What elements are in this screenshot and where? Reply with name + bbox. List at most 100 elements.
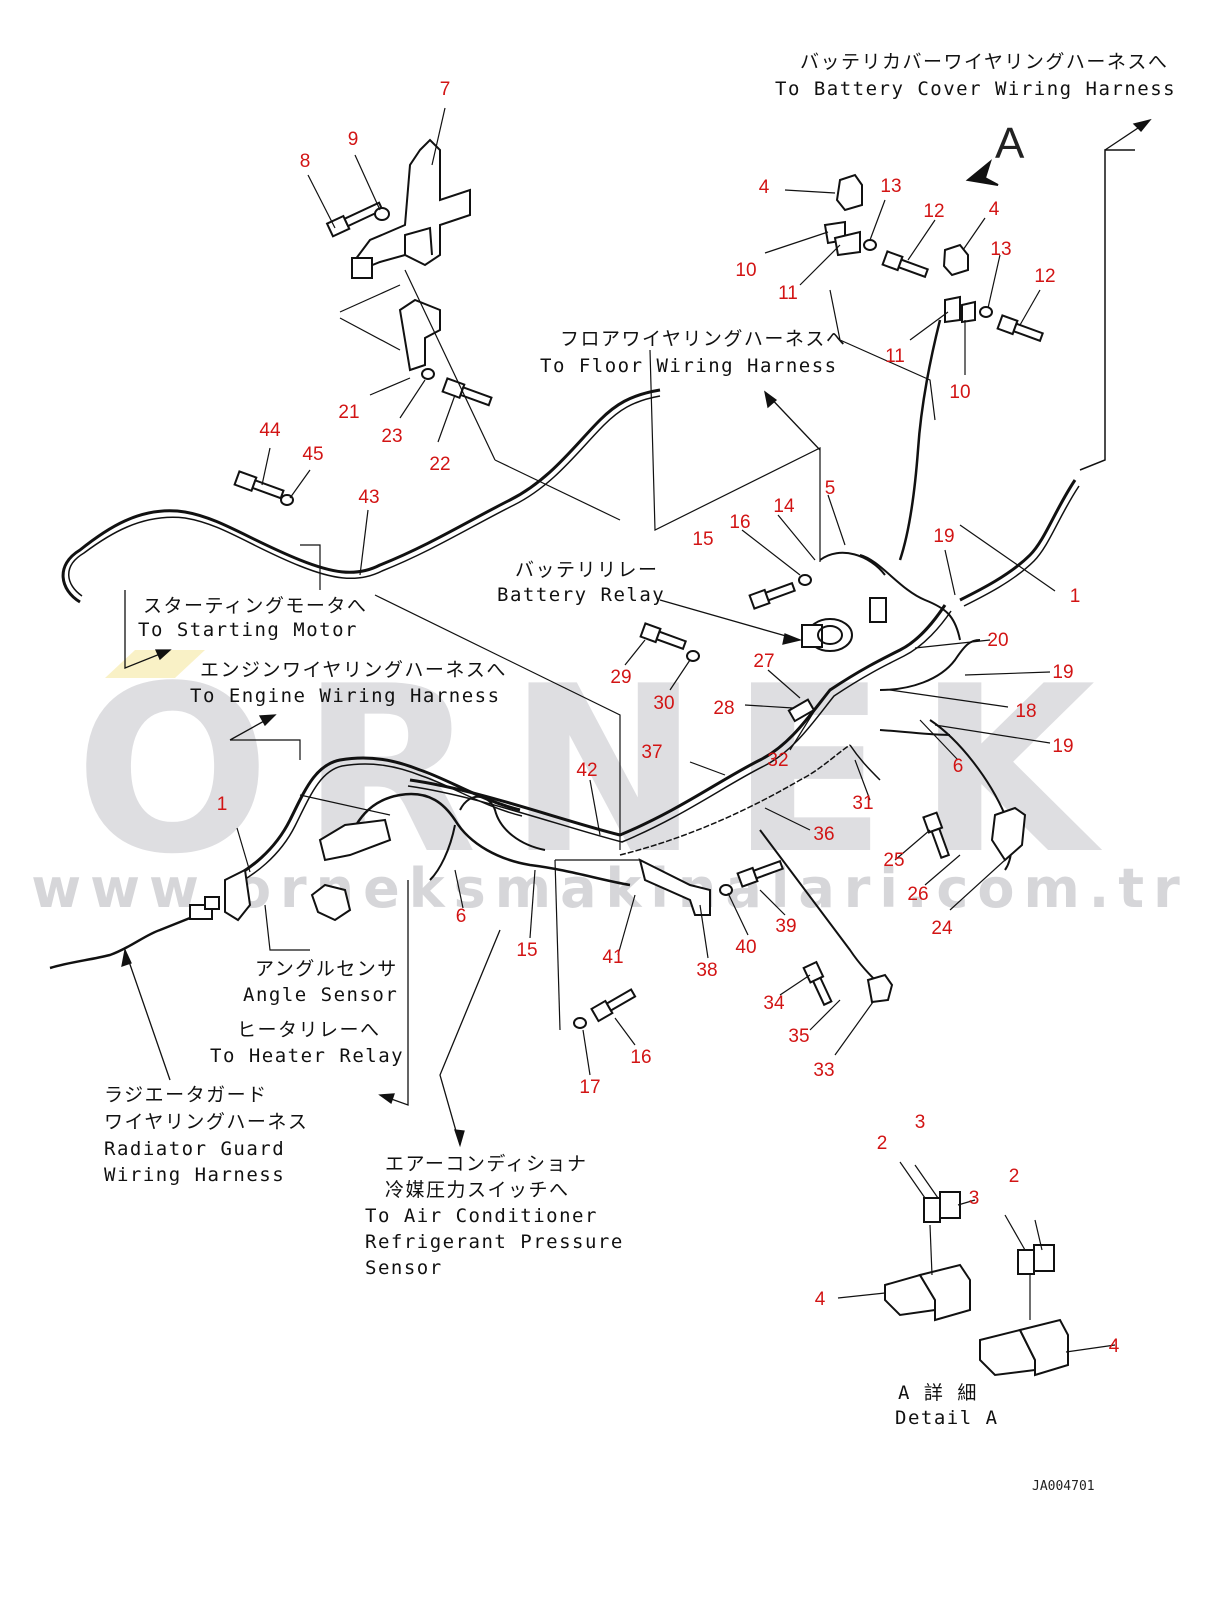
detail-a-parts	[884, 1191, 1069, 1377]
bolt-44	[233, 470, 285, 500]
part-number: 13	[990, 239, 1011, 260]
label-battery-relay-en: Battery Relay	[497, 584, 665, 606]
part-number: 19	[1052, 662, 1073, 683]
part-number: 6	[456, 906, 467, 927]
washer-17	[573, 1017, 587, 1029]
label-battery-relay-jp: バッテリリレー	[515, 559, 659, 581]
label-battery-cover-jp: バッテリカバーワイヤリングハーネスへ	[800, 51, 1168, 73]
part-number: 44	[259, 420, 281, 441]
label-angle-sensor-en: Angle Sensor	[243, 984, 398, 1006]
part-number: 38	[696, 960, 717, 981]
label-ac-jp-1: エアーコンディショナ	[385, 1153, 588, 1175]
part-number: 11	[778, 283, 798, 304]
angle-sensor-body	[310, 883, 352, 922]
bracket-7-shape	[353, 138, 471, 272]
bolt-8	[325, 201, 384, 238]
part-number: 11	[885, 346, 905, 367]
bracket-24-shape	[990, 806, 1027, 862]
battery-relay-body	[801, 618, 853, 652]
arrow-radiator-guard	[124, 949, 171, 1081]
part-number: 17	[579, 1077, 600, 1098]
part-number: 39	[775, 916, 796, 937]
part-number: 4	[989, 199, 1000, 220]
arrow-to-starting-motor	[124, 590, 171, 669]
label-starting-motor-jp: スターティングモータへ	[143, 595, 367, 617]
arrow-to-battery-relay	[659, 599, 801, 641]
part-number: 3	[969, 1188, 980, 1209]
part-number: 42	[576, 760, 597, 781]
label-radiator-jp-2: ワイヤリングハーネス	[104, 1111, 308, 1133]
part-number: 2	[1009, 1166, 1020, 1187]
part-number: 7	[440, 79, 451, 100]
watermark-stripe-shape	[105, 650, 205, 678]
washer-30	[686, 650, 700, 662]
label-radiator-en-1: Radiator Guard	[104, 1138, 285, 1160]
part-number: 29	[610, 667, 631, 688]
part-number: 18	[1015, 701, 1036, 722]
figure-code: JA004701	[1032, 1479, 1095, 1494]
bolt-34	[802, 960, 833, 1007]
label-ac-en-3: Sensor	[365, 1257, 443, 1279]
arrow-ac-sensor	[439, 929, 501, 1146]
label-ac-jp-2: 冷媒圧力スイッチへ	[385, 1179, 570, 1201]
bolt-16-lower	[590, 988, 637, 1023]
part-number: 2	[877, 1133, 888, 1154]
part-number: 19	[1052, 736, 1073, 757]
harness-lines	[49, 149, 1135, 986]
part-number: 13	[880, 176, 901, 197]
bolt-29	[639, 622, 687, 651]
label-heater-relay-en: To Heater Relay	[210, 1045, 404, 1067]
label-detail-a-en: Detail A	[895, 1407, 999, 1429]
label-engine-harness-en: To Engine Wiring Harness	[190, 685, 501, 707]
part-number: 1	[1070, 586, 1081, 607]
part-number: 12	[923, 201, 944, 222]
part-number: 12	[1034, 266, 1055, 287]
bracket-38-shape	[638, 858, 711, 916]
label-detail-a-jp: A 詳 細	[898, 1382, 978, 1404]
washer-13b	[979, 306, 993, 318]
part-number: 43	[358, 487, 379, 508]
label-floor-harness-jp: フロアワイヤリングハーネスへ	[560, 328, 846, 350]
bolt-25	[922, 811, 951, 859]
washer-23	[421, 368, 435, 380]
label-battery-cover-en: To Battery Cover Wiring Harness	[775, 78, 1176, 100]
part-number: 10	[735, 260, 756, 281]
part-number: 8	[300, 151, 311, 172]
label-starting-motor-en: To Starting Motor	[138, 619, 358, 641]
watermark-url: www.orneksmakinalari.com.tr	[31, 857, 1189, 920]
part-numbers: 7 9 8 21 23 22 44 45 43 4 13 12 10 11 4 …	[217, 79, 1120, 1357]
bolt-22	[441, 377, 493, 407]
part-number: 15	[692, 529, 713, 550]
terminal-cover-4b	[942, 243, 969, 277]
part-number: 25	[883, 850, 904, 871]
heater-relay-connector	[318, 818, 392, 862]
part-number: 41	[602, 947, 623, 968]
part-number: 21	[338, 402, 359, 423]
label-engine-harness-jp: エンジンワイヤリングハーネスへ	[200, 659, 507, 681]
part-number: 16	[729, 512, 750, 533]
part-number: 4	[815, 1289, 826, 1310]
washer-13a	[863, 239, 877, 251]
part-number: 9	[348, 129, 359, 150]
part-number: 23	[381, 426, 402, 447]
part-33-shape	[866, 973, 894, 1004]
callout-labels: バッテリカバーワイヤリングハーネスへ To Battery Cover Wiri…	[104, 51, 1176, 1494]
label-angle-sensor-jp: アングルセンサ	[255, 958, 398, 980]
leader-lines	[230, 107, 1116, 1353]
part-number: 14	[773, 496, 795, 517]
label-radiator-jp-1: ラジエータガード	[104, 1084, 268, 1106]
terminal-cover-4a	[835, 173, 863, 212]
part-number: 4	[759, 177, 770, 198]
part-number: 1	[217, 794, 228, 815]
washer-40	[719, 884, 733, 896]
label-floor-harness-en: To Floor Wiring Harness	[540, 355, 838, 377]
bracket-21-shape	[398, 298, 441, 372]
part-number: 20	[987, 630, 1008, 651]
part-number: 30	[653, 693, 674, 714]
part-number: 26	[907, 884, 928, 905]
part-number: 10	[949, 382, 970, 403]
washer-16	[798, 574, 812, 586]
bolt-12a	[881, 250, 929, 279]
part-number: 24	[931, 918, 953, 939]
